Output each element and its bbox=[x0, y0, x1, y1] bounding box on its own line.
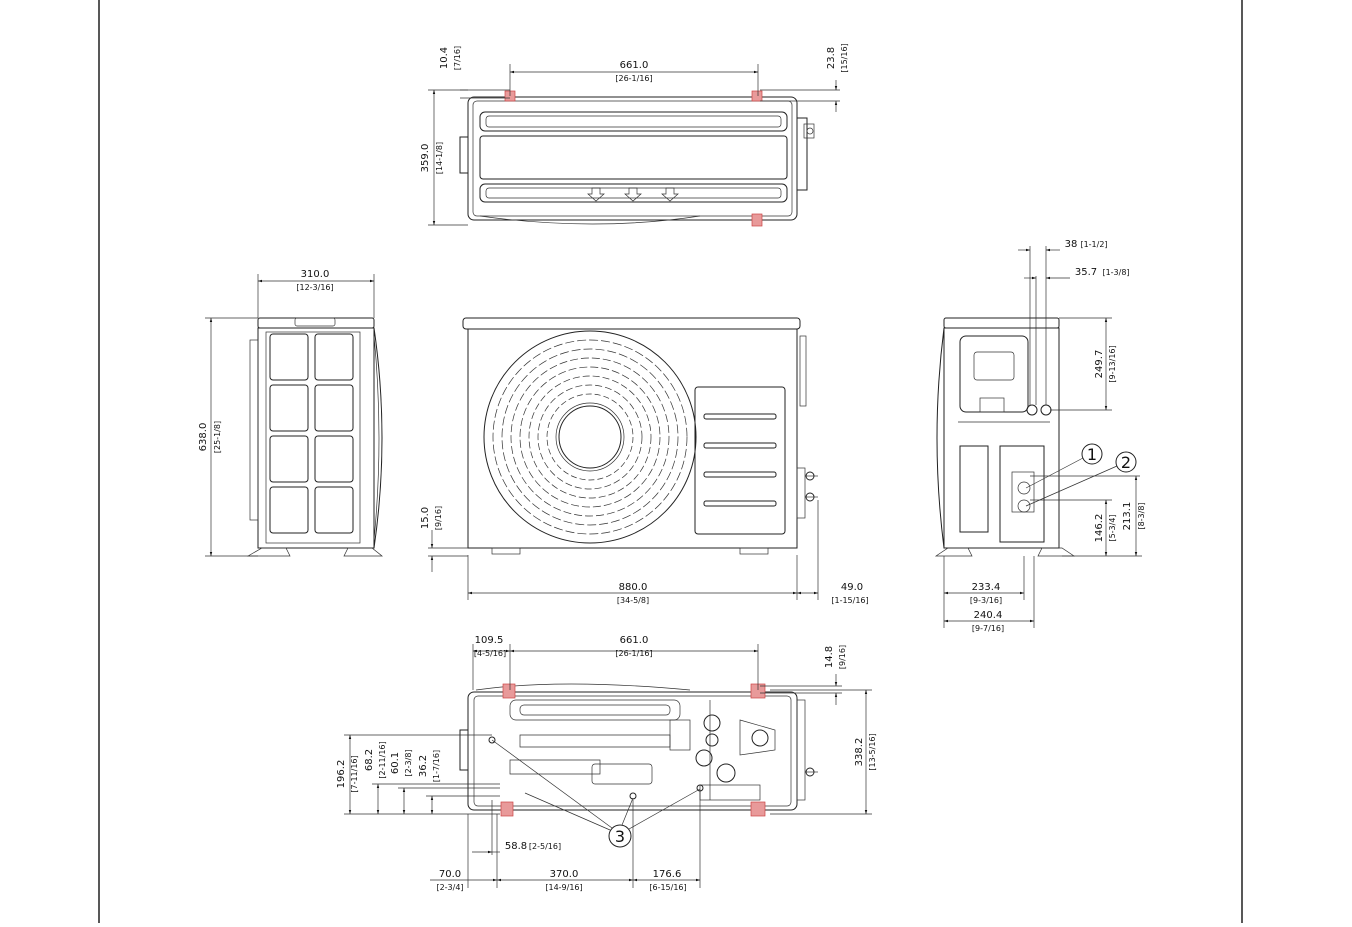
top-depth-label: 359.0 bbox=[420, 144, 431, 173]
right-dim-357-label: 35.7 bbox=[1075, 267, 1097, 278]
bottom-width-label: 661.0 bbox=[620, 635, 649, 646]
front-view bbox=[462, 317, 818, 555]
right-dim-2404-imperial: [9-7/16] bbox=[972, 624, 1004, 633]
right-dim-38-imperial: [1-1/2] bbox=[1080, 240, 1107, 249]
right-dim-2497-label: 249.7 bbox=[1094, 350, 1105, 379]
right-dim-2334-imperial: [9-3/16] bbox=[970, 596, 1002, 605]
top-width-label: 661.0 bbox=[620, 60, 649, 71]
bottom-dim-362-imperial: [1-7/16] bbox=[432, 750, 441, 782]
front-width-label: 880.0 bbox=[619, 582, 648, 593]
left-height-imperial: [25-1/8] bbox=[213, 421, 222, 453]
callout-1-label: 1 bbox=[1087, 445, 1097, 464]
left-side-dimensions: 310.0 [12-3/16] 638.0 [25-1/8] bbox=[198, 269, 375, 557]
right-dim-1462-label: 146.2 bbox=[1094, 514, 1105, 543]
bottom-dim-362-label: 36.2 bbox=[418, 755, 429, 777]
right-dim-38-label: 38 bbox=[1065, 239, 1078, 250]
bottom-view-dimensions: 109.5 [4-5/16] 661.0 [26-1/16] 14.8 [9/1… bbox=[336, 635, 877, 892]
bottom-dim-1962-label: 196.2 bbox=[336, 760, 347, 789]
bottom-dim-1095-imperial: [4-5/16] bbox=[474, 649, 506, 658]
bottom-dim-3700-imperial: [14-9/16] bbox=[545, 883, 582, 892]
right-dim-357-imperial: [1-3/8] bbox=[1102, 268, 1129, 277]
right-dim-2131-imperial: [8-3/8] bbox=[1137, 502, 1146, 529]
right-dim-2131-label: 213.1 bbox=[1122, 502, 1133, 531]
front-foot-height-imperial: [9/16] bbox=[434, 506, 443, 530]
bottom-dim-588-imperial: [2-5/16] bbox=[529, 842, 561, 851]
fan-grille bbox=[483, 330, 697, 544]
callout-2-circle bbox=[1115, 451, 1137, 473]
top-view-dimensions: 661.0 [26-1/16] 359.0 [14-1/8] 10.4 [7/1… bbox=[420, 43, 849, 226]
right-side-dimensions: 38 [1-1/2] 35.7 [1-3/8] 249.7 [9-13/16] … bbox=[943, 239, 1146, 633]
right-side-view bbox=[934, 317, 1076, 557]
bottom-dim-1962-imperial: [7-11/16] bbox=[350, 755, 359, 792]
bottom-dim-148-imperial: [9/16] bbox=[838, 645, 847, 669]
front-valve-offset-imperial: [1-15/16] bbox=[831, 596, 868, 605]
callout-1-circle bbox=[1081, 443, 1103, 465]
callout-3-label: 3 bbox=[615, 827, 625, 846]
bottom-dim-601-label: 60.1 bbox=[390, 752, 401, 774]
left-height-label: 638.0 bbox=[198, 423, 209, 452]
top-right-offset-label: 23.8 bbox=[826, 47, 837, 69]
callout-3-circle bbox=[608, 824, 632, 848]
right-dim-2334-label: 233.4 bbox=[972, 582, 1001, 593]
top-width-imperial: [26-1/16] bbox=[615, 74, 652, 83]
bottom-width-imperial: [26-1/16] bbox=[615, 649, 652, 658]
bottom-dim-1766-imperial: [6-15/16] bbox=[649, 883, 686, 892]
top-depth-imperial: [14-1/8] bbox=[435, 142, 444, 174]
right-dim-2497-imperial: [9-13/16] bbox=[1108, 345, 1117, 382]
top-left-offset-label: 10.4 bbox=[439, 47, 450, 69]
top-right-offset-imperial: [15/16] bbox=[840, 43, 849, 72]
bottom-view bbox=[459, 683, 818, 817]
top-view bbox=[459, 90, 815, 227]
bottom-dim-682-imperial: [2-11/16] bbox=[378, 741, 387, 778]
bottom-dim-700-label: 70.0 bbox=[439, 869, 461, 880]
front-view-dimensions: 880.0 [34-5/8] 49.0 [1-15/16] 15.0 [9/16… bbox=[420, 500, 869, 605]
bottom-dim-148-label: 14.8 bbox=[824, 646, 835, 668]
left-width-label: 310.0 bbox=[301, 269, 330, 280]
bottom-dim-3382-label: 338.2 bbox=[854, 738, 865, 767]
top-left-offset-imperial: [7/16] bbox=[453, 46, 462, 70]
left-side-view bbox=[246, 317, 383, 557]
bottom-dim-682-label: 68.2 bbox=[364, 749, 375, 771]
bottom-dim-588-label: 58.8 bbox=[505, 841, 527, 852]
bottom-dim-3382-imperial: [13-5/16] bbox=[868, 733, 877, 770]
front-valve-offset-label: 49.0 bbox=[841, 582, 863, 593]
front-width-imperial: [34-5/8] bbox=[617, 596, 649, 605]
bottom-dim-601-imperial: [2-3/8] bbox=[404, 749, 413, 776]
bottom-dim-1095-label: 109.5 bbox=[475, 635, 504, 646]
left-width-imperial: [12-3/16] bbox=[296, 283, 333, 292]
right-dim-1462-imperial: [5-3/4] bbox=[1108, 514, 1117, 541]
bottom-dim-700-imperial: [2-3/4] bbox=[436, 883, 463, 892]
bottom-dim-3700-label: 370.0 bbox=[550, 869, 579, 880]
front-foot-height-label: 15.0 bbox=[420, 507, 431, 529]
callout-2-label: 2 bbox=[1121, 453, 1131, 472]
bottom-dim-1766-label: 176.6 bbox=[653, 869, 682, 880]
right-dim-2404-label: 240.4 bbox=[974, 610, 1003, 621]
